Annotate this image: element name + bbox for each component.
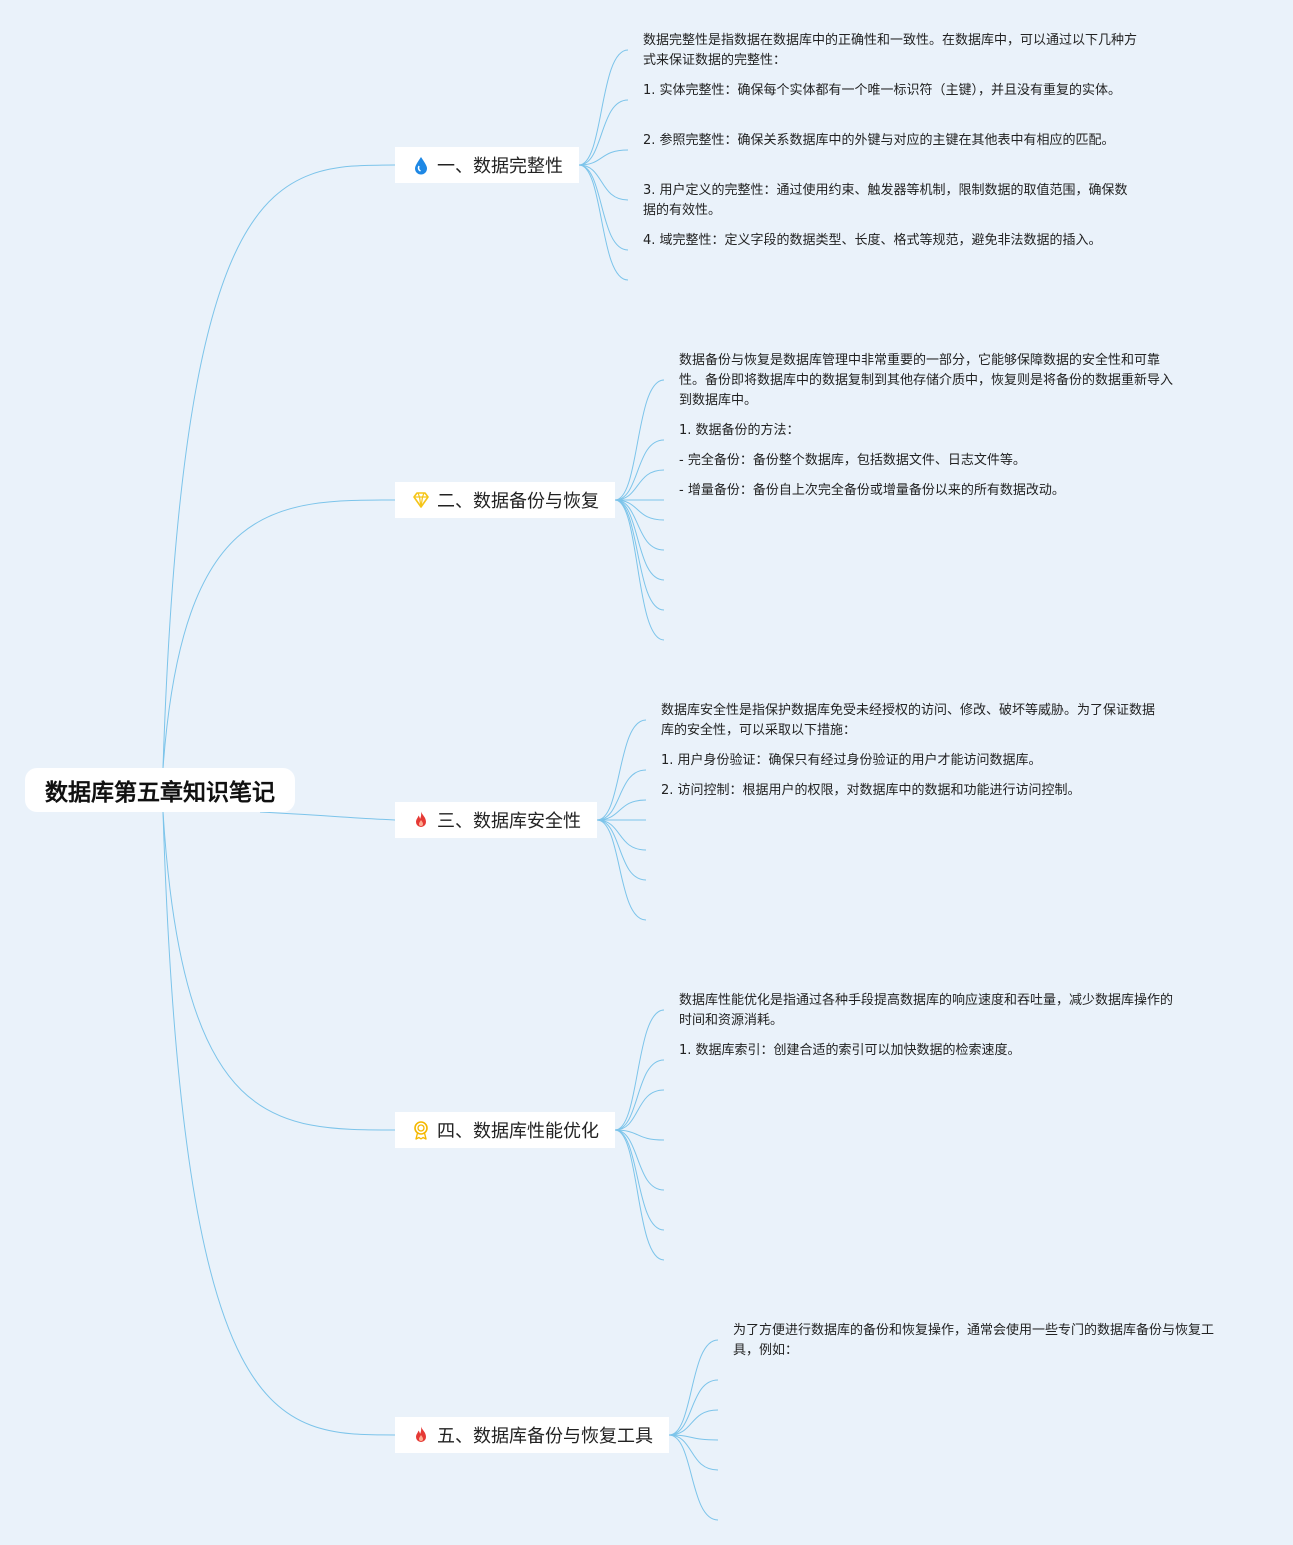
branch-data-integrity[interactable]: 一、数据完整性 bbox=[395, 147, 579, 183]
leaf-connector bbox=[614, 469, 665, 501]
leaf-connector bbox=[614, 499, 665, 611]
leaf-connector bbox=[668, 1434, 719, 1521]
leaf-connector bbox=[596, 819, 647, 921]
leaf-connector bbox=[596, 719, 647, 821]
branch-label: 一、数据完整性 bbox=[437, 156, 563, 177]
root-connector bbox=[162, 811, 396, 1131]
branch-label: 四、数据库性能优化 bbox=[437, 1121, 599, 1142]
root-connector bbox=[162, 164, 396, 769]
branch-label: 二、数据备份与恢复 bbox=[437, 491, 599, 512]
branch-data-backup-recovery[interactable]: 二、数据备份与恢复 bbox=[395, 482, 615, 518]
branch-database-performance[interactable]: 四、数据库性能优化 bbox=[395, 1112, 615, 1148]
leaf-note: 数据备份与恢复是数据库管理中非常重要的一部分，它能够保障数据的安全性和可靠性。备… bbox=[679, 353, 1174, 408]
leaf-note: 2. 参照完整性：确保关系数据库中的外键与对应的主键在其他表中有相应的匹配。 bbox=[643, 133, 1115, 148]
leaf-note: 2. 访问控制：根据用户的权限，对数据库中的数据和功能进行访问控制。 bbox=[661, 783, 1081, 798]
root-topic-label: 数据库第五章知识笔记 bbox=[45, 780, 275, 806]
leaf-connector bbox=[668, 1339, 719, 1436]
leaf-note: 为了方便进行数据库的备份和恢复操作，通常会使用一些专门的数据库备份与恢复工具，例… bbox=[733, 1323, 1215, 1358]
branch-label: 五、数据库备份与恢复工具 bbox=[437, 1426, 653, 1447]
diamond-icon bbox=[413, 492, 429, 508]
water-drop-icon bbox=[415, 157, 427, 175]
leaf-connector bbox=[596, 819, 647, 851]
fire-icon bbox=[416, 811, 426, 827]
root-connector bbox=[162, 499, 396, 769]
leaf-connector bbox=[578, 164, 629, 251]
leaf-note: - 增量备份：备份自上次完全备份或增量备份以来的所有数据改动。 bbox=[679, 483, 1065, 498]
leaf-connector bbox=[596, 819, 647, 881]
root-connector bbox=[162, 811, 396, 1436]
leaf-connector bbox=[614, 379, 665, 501]
leaf-note: 数据库性能优化是指通过各种手段提高数据库的响应速度和吞吐量，减少数据库操作的时间… bbox=[679, 993, 1174, 1028]
leaf-connector bbox=[578, 164, 629, 281]
leaf-note: 1. 用户身份验证：确保只有经过身份验证的用户才能访问数据库。 bbox=[661, 753, 1042, 768]
leaf-connector bbox=[596, 799, 647, 821]
leaf-connector bbox=[578, 149, 629, 166]
root-connector bbox=[259, 811, 396, 821]
leaf-connector bbox=[614, 1129, 665, 1141]
branch-backup-recovery-tools[interactable]: 五、数据库备份与恢复工具 bbox=[395, 1417, 669, 1453]
leaf-connector bbox=[578, 99, 629, 166]
medal-icon bbox=[414, 1121, 428, 1140]
leaf-connector bbox=[596, 769, 647, 821]
leaf-connector bbox=[614, 1089, 665, 1131]
leaf-connector bbox=[614, 499, 665, 581]
leaf-note: 3. 用户定义的完整性：通过使用约束、触发器等机制，限制数据的取值范围，确保数据… bbox=[643, 183, 1128, 218]
leaf-connector bbox=[614, 1059, 665, 1131]
leaf-connector bbox=[614, 1129, 665, 1261]
leaf-note: 4. 域完整性：定义字段的数据类型、长度、格式等规范，避免非法数据的插入。 bbox=[643, 233, 1102, 248]
branch-database-security[interactable]: 三、数据库安全性 bbox=[395, 802, 597, 838]
branch-label: 三、数据库安全性 bbox=[437, 811, 581, 832]
leaf-note: 数据库安全性是指保护数据库免受未经授权的访问、修改、破坏等威胁。为了保证数据库的… bbox=[661, 703, 1156, 738]
leaf-connector bbox=[614, 499, 665, 521]
leaf-connector bbox=[668, 1434, 719, 1471]
leaf-connector bbox=[614, 1129, 665, 1191]
leaf-connector bbox=[614, 1009, 665, 1131]
leaf-connector bbox=[668, 1379, 719, 1436]
leaf-connector bbox=[614, 1129, 665, 1231]
fire-icon bbox=[416, 1426, 426, 1442]
leaf-connector bbox=[668, 1409, 719, 1436]
leaf-connector bbox=[578, 49, 629, 166]
leaf-connector bbox=[614, 499, 665, 551]
leaf-note: 1. 实体完整性：确保每个实体都有一个唯一标识符（主键），并且没有重复的实体。 bbox=[643, 83, 1122, 98]
leaf-note: 1. 数据库索引：创建合适的索引可以加快数据的检索速度。 bbox=[679, 1043, 1021, 1058]
leaf-connector bbox=[578, 164, 629, 201]
root-topic[interactable]: 数据库第五章知识笔记 bbox=[25, 768, 295, 812]
leaf-connector bbox=[614, 439, 665, 501]
leaf-note: - 完全备份：备份整个数据库，包括数据文件、日志文件等。 bbox=[679, 453, 1026, 468]
leaf-note: 数据完整性是指数据在数据库中的正确性和一致性。在数据库中，可以通过以下几种方式来… bbox=[643, 33, 1138, 68]
leaf-note: 1. 数据备份的方法： bbox=[679, 423, 800, 438]
leaf-connector bbox=[614, 499, 665, 641]
